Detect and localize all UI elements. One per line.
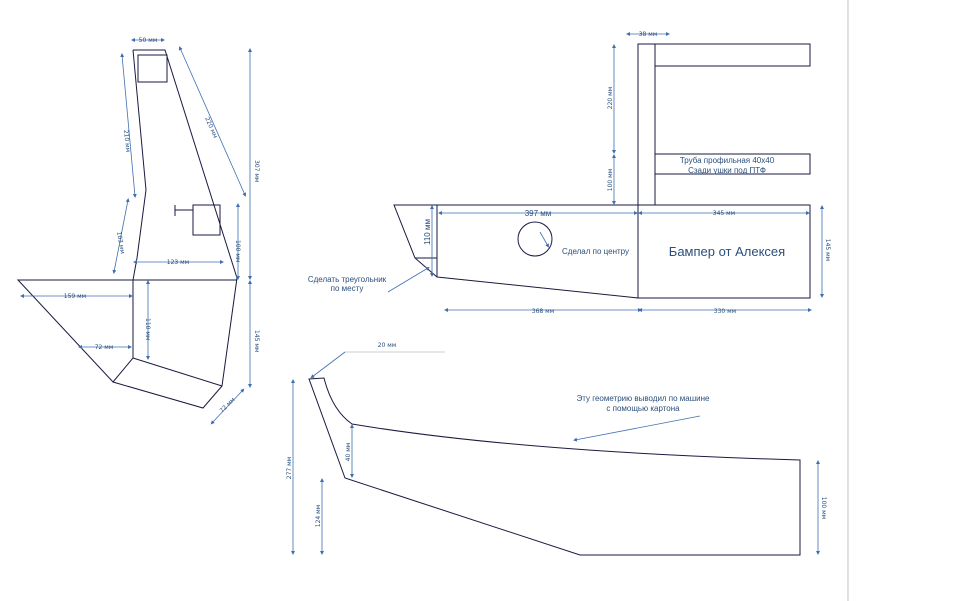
- dim-label: 38 мм: [639, 31, 658, 38]
- cardboard-note-1: Эту геометрию выводил по машине: [576, 394, 710, 403]
- dim-label: 145 мм: [253, 330, 260, 352]
- bumper: Бампер от Алексея Труба профильная 40х40…: [308, 31, 831, 315]
- dim-label: 210 мм: [122, 129, 131, 152]
- cardboard-note-2: с помощью картона: [606, 404, 680, 413]
- dim-label: 72 мм: [95, 344, 114, 351]
- dim-label: 100 мм: [234, 240, 241, 262]
- cardboard-note-pointer: [573, 415, 701, 442]
- dim-label: 72 мм: [218, 396, 236, 414]
- mount-hole-top: [137, 54, 168, 83]
- dim-label: 124 мм: [315, 505, 322, 527]
- dim-label: 159 мм: [64, 293, 86, 300]
- dim-label: 345 мм: [713, 210, 735, 217]
- left-part-inner-edge: [112, 280, 134, 383]
- mount-hole-bottom: [192, 204, 221, 236]
- dim-label: 145 мм: [824, 239, 831, 261]
- bumper-title: Бампер от Алексея: [669, 244, 785, 259]
- dim-label: 50 мм: [139, 37, 158, 44]
- center-note: Сделал по центру: [562, 247, 629, 256]
- triangle-note-1: Сделать треугольник: [308, 275, 387, 284]
- center-hole: [517, 221, 553, 257]
- triangle-note-pointer: [387, 266, 430, 293]
- left-part-inner-edge-2: [132, 357, 223, 387]
- dim-label: 103 мм: [115, 231, 126, 254]
- dim-label: 220 мм: [607, 87, 614, 109]
- dim-label: 40 мм: [345, 443, 352, 462]
- dim-line-220: [178, 46, 247, 197]
- dim-line-210: [120, 53, 137, 198]
- dim-line-72-b: [210, 388, 245, 425]
- left-part: 50 мм 210 мм 220 мм 307 мм 103 мм 100 мм…: [16, 37, 260, 425]
- dim-label: 110 мм: [423, 219, 432, 245]
- center-hole-pointer: [539, 231, 549, 248]
- bottom-part: Эту геометрию выводил по машине с помощь…: [286, 342, 827, 556]
- dim-label: 20 мм: [378, 342, 397, 349]
- dim-label: 100 мм: [820, 497, 827, 519]
- vertical-tube: [637, 43, 656, 206]
- dim-label: 277 мм: [286, 457, 293, 479]
- dim-label: 397 мм: [525, 209, 552, 218]
- dim-line-20: [310, 351, 346, 379]
- left-part-outline: [16, 49, 238, 409]
- bottom-part-outline: [308, 377, 801, 556]
- dim-label: 220 мм: [203, 116, 219, 139]
- dim-line-103: [112, 198, 130, 274]
- tube-top: [654, 43, 811, 67]
- dim-label: 307 мм: [253, 160, 260, 182]
- tube-middle: [654, 153, 811, 175]
- tube-label-2: Сзади ушки под ПТФ: [688, 166, 766, 175]
- dim-label: 368 мм: [532, 308, 554, 315]
- dim-label: 110 мм: [144, 318, 151, 340]
- tube-label-1: Труба профильная 40х40: [680, 156, 775, 165]
- triangle-note-2: по месту: [331, 284, 364, 293]
- dim-label: 123 мм: [167, 259, 189, 266]
- dim-label: 100 мм: [607, 169, 614, 191]
- dim-label: 330 мм: [714, 308, 736, 315]
